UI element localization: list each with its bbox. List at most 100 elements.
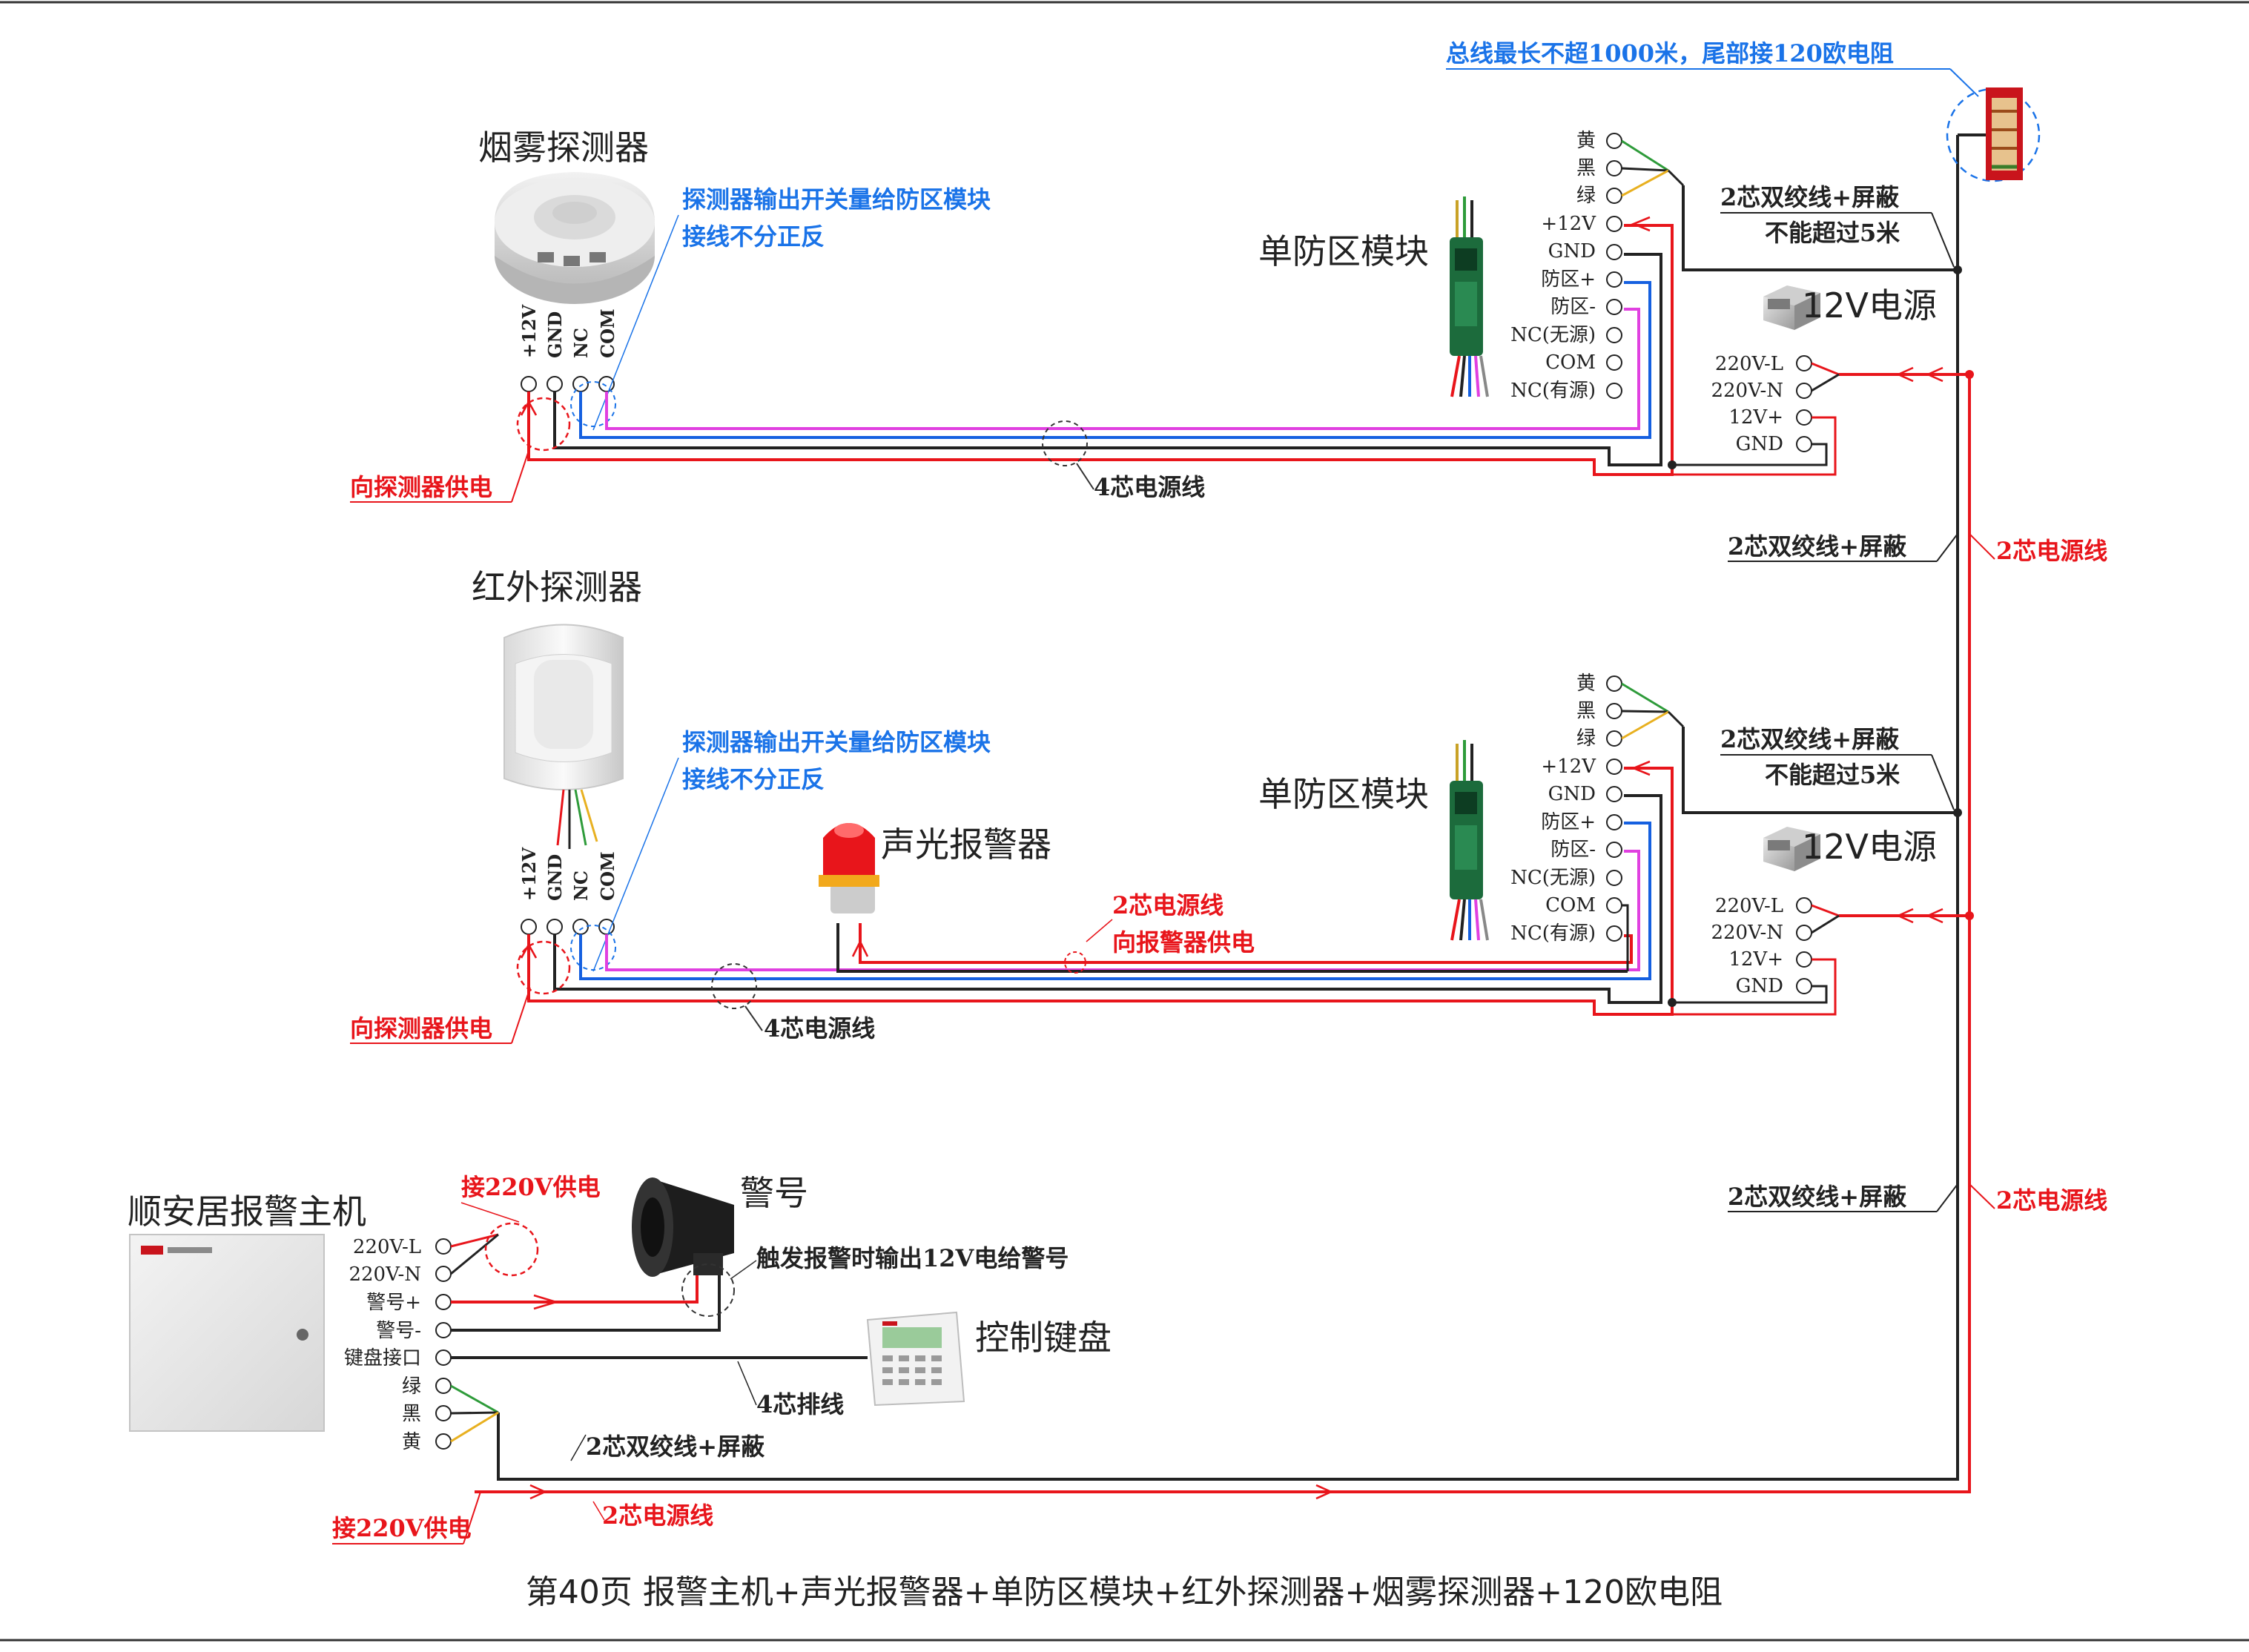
module-2-title: 单防区模块 — [1258, 774, 1429, 814]
siren-note: 触发报警时输出12V电给警号 — [756, 1244, 1069, 1272]
host-term-n: 220V-N — [349, 1263, 421, 1286]
zone-module-2: 单防区模块 黄 黑 绿 +12V GND 防区+ 防区- NC(无源) COM … — [1258, 673, 1955, 1007]
module-1-term-zone-plus: 防区+ — [1541, 268, 1596, 291]
host-term-yellow: 黄 — [402, 1431, 421, 1453]
module-1-bus-label: 2芯双绞线+屏蔽 — [1720, 183, 1900, 211]
module-2-term-nc-wet: NC(有源) — [1510, 922, 1596, 945]
psu-1-term-gnd: GND — [1736, 433, 1783, 455]
host-term-keypad: 键盘接口 — [344, 1347, 421, 1369]
psu-2-title: 12V电源 — [1802, 827, 1937, 867]
psu-1-term-l: 220V-L — [1715, 353, 1783, 375]
psu-1: 12V电源 220V-L 220V-N 12V+ GND — [1672, 285, 1937, 476]
host-term-siren-minus: 警号- — [376, 1320, 421, 1342]
psu-2-term-n: 220V-N — [1711, 922, 1783, 944]
pir-detector-image — [503, 624, 624, 849]
pir-term-com: COM — [597, 851, 618, 901]
trunk-bus-label-lower: 2芯双绞线+屏蔽 — [1728, 1183, 1907, 1211]
module-1-term-zone-minus: 防区- — [1550, 296, 1596, 318]
module-1-term-black: 黑 — [1576, 157, 1596, 179]
host-keypad-cable-label: 4芯排线 — [756, 1390, 844, 1418]
strobe-cable-label: 2芯电源线 — [1112, 891, 1223, 919]
module-1-term-nc-dry: NC(无源) — [1510, 324, 1596, 346]
psu-2-term-gnd: GND — [1736, 975, 1783, 997]
strobe-title: 声光报警器 — [881, 825, 1051, 865]
trunk-power-label-lower: 2芯电源线 — [1996, 1186, 2107, 1215]
host-term-siren-plus: 警号+ — [366, 1292, 421, 1314]
module-2-term-zone-minus: 防区- — [1550, 839, 1596, 861]
host-term-green: 绿 — [402, 1375, 421, 1398]
psu-1-term-n: 220V-N — [1711, 380, 1783, 402]
module-2-term-zone-plus: 防区+ — [1541, 811, 1596, 833]
strobe-image — [819, 823, 879, 913]
pir-term-nc: NC — [570, 870, 592, 901]
siren-section: 警号 触发报警时输出12V电给警号 — [632, 1173, 1069, 1317]
terminator-resistor — [1946, 87, 2041, 182]
module-1-term-12v: +12V — [1541, 213, 1596, 235]
smoke-detector-title: 烟雾探测器 — [478, 128, 649, 168]
host-term-l: 220V-L — [353, 1236, 421, 1258]
pir-term-gnd: GND — [544, 854, 566, 901]
psu-1-term-12v: 12V+ — [1728, 406, 1783, 429]
siren-title: 警号 — [740, 1173, 808, 1213]
page-footer: 第40页 报警主机+声光报警器+单防区模块+红外探测器+烟雾探测器+120欧电阻 — [526, 1573, 1723, 1611]
module-1-term-com: COM — [1545, 351, 1596, 374]
trunk-lines — [475, 133, 2002, 1493]
module-1-title: 单防区模块 — [1258, 231, 1429, 271]
strobe-section: 声光报警器 2芯电源线 向报警器供电 — [819, 823, 1633, 974]
psu-1-image — [1763, 285, 1820, 330]
host-power-label: 2芯电源线 — [602, 1501, 713, 1530]
pir-cable-label: 4芯电源线 — [764, 1014, 875, 1043]
psu-2: 12V电源 220V-L 220V-N 12V+ GND — [1672, 827, 1937, 1016]
host-image — [129, 1234, 325, 1432]
module-2-term-com: COM — [1545, 894, 1596, 916]
trunk-power-label-upper: 2芯电源线 — [1996, 537, 2107, 565]
keypad-section: 控制键盘 — [866, 1311, 1112, 1407]
smoke-term-nc: NC — [570, 328, 592, 358]
module-1-board — [1450, 196, 1489, 397]
smoke-term-12v: +12V — [518, 304, 540, 358]
smoke-note-2: 接线不分正反 — [682, 222, 825, 251]
trunk-arrows — [529, 366, 1943, 1500]
bus-length-note: 总线最长不超1000米，尾部接120欧电阻 — [1446, 39, 1894, 67]
smoke-supply-label: 向探测器供电 — [350, 473, 492, 501]
keypad-title: 控制键盘 — [975, 1318, 1112, 1358]
smoke-term-gnd: GND — [544, 311, 566, 358]
module-2-term-gnd: GND — [1548, 783, 1596, 805]
host-mains-bottom-label: 接220V供电 — [332, 1514, 472, 1542]
psu-2-image — [1763, 827, 1820, 871]
module-2-bus-limit: 不能超过5米 — [1765, 761, 1900, 789]
host-title: 顺安居报警主机 — [128, 1192, 366, 1232]
host-mains-top-label: 接220V供电 — [461, 1173, 601, 1201]
module-2-term-yellow: 黄 — [1576, 673, 1596, 695]
module-1-term-green: 绿 — [1576, 185, 1596, 207]
psu-2-term-l: 220V-L — [1715, 895, 1783, 917]
psu-2-term-12v: 12V+ — [1728, 948, 1783, 971]
module-2-bus-label: 2芯双绞线+屏蔽 — [1720, 725, 1900, 753]
psu-1-title: 12V电源 — [1802, 285, 1937, 326]
pir-detector-section: 红外探测器 +12V GND NC COM 探测器输出开关量给防区模块 接线不分… — [350, 567, 1674, 1044]
smoke-detector-section: 烟雾探测器 +12V GND NC COM 探测器输出开关量给防区模块 接线不分… — [350, 128, 1674, 503]
keypad-image — [866, 1311, 965, 1407]
module-1-term-gnd: GND — [1548, 240, 1596, 262]
strobe-supply-label: 向报警器供电 — [1112, 928, 1255, 956]
alarm-host-section: 顺安居报警主机 220V-L 220V-N 警号+ 警号- 键盘接口 绿 黑 黄 — [128, 1173, 868, 1544]
host-bus-label: 2芯双绞线+屏蔽 — [586, 1433, 765, 1461]
pir-detector-title: 红外探测器 — [472, 567, 642, 607]
module-2-term-green: 绿 — [1576, 727, 1596, 750]
bus-note-leader — [1949, 68, 1979, 97]
module-2-board — [1450, 740, 1489, 941]
smoke-term-com: COM — [597, 308, 618, 358]
trunk-labels: 2芯双绞线+屏蔽 2芯电源线 2芯双绞线+屏蔽 2芯电源线 — [1728, 532, 2107, 1215]
zone-module-1: 单防区模块 黄 黑 绿 +12V GND 防区+ 防区- NC(无源) COM … — [1258, 130, 1955, 469]
pir-supply-label: 向探测器供电 — [350, 1014, 492, 1043]
trunk-bus-label-upper: 2芯双绞线+屏蔽 — [1728, 532, 1907, 561]
module-1-bus-limit: 不能超过5米 — [1765, 219, 1900, 247]
module-1-term-nc-wet: NC(有源) — [1510, 380, 1596, 402]
smoke-cable-label: 4芯电源线 — [1094, 473, 1205, 501]
pir-note-2: 接线不分正反 — [682, 765, 825, 793]
module-1-term-yellow: 黄 — [1576, 130, 1596, 152]
module-2-term-nc-dry: NC(无源) — [1510, 867, 1596, 889]
host-term-black: 黑 — [402, 1403, 421, 1425]
module-2-term-black: 黑 — [1576, 700, 1596, 722]
